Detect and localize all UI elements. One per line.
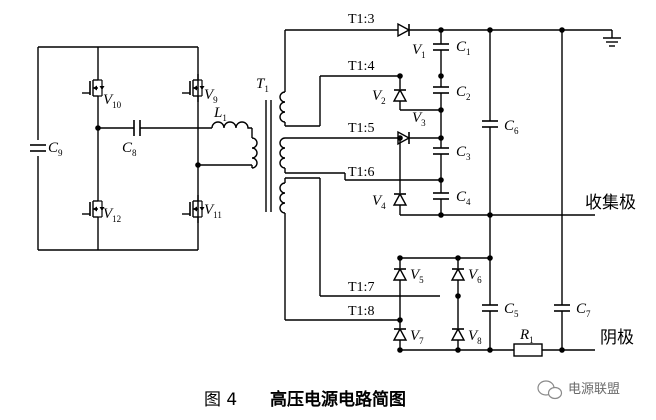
tap-t1-4: T1:4 bbox=[348, 59, 374, 74]
label-v3: V3 bbox=[412, 110, 426, 128]
lower-rectifier bbox=[393, 215, 595, 357]
upper-multiplier bbox=[393, 23, 621, 350]
label-v1: V1 bbox=[412, 42, 426, 60]
label-v7: V7 bbox=[410, 328, 424, 346]
label-l1: L1 bbox=[213, 105, 227, 123]
tap-t1-6: T1:6 bbox=[348, 165, 374, 180]
label-c2: C2 bbox=[456, 84, 471, 102]
label-c1: C1 bbox=[456, 39, 471, 57]
label-v4: V4 bbox=[372, 193, 386, 211]
label-v11: V11 bbox=[204, 202, 222, 220]
caption-prefix: 图 4 bbox=[204, 390, 237, 410]
tap-t1-5: T1:5 bbox=[348, 121, 374, 136]
label-c7: C7 bbox=[576, 301, 591, 319]
cathode-label: 阴极 bbox=[600, 328, 634, 348]
caption-title: 高压电源电路简图 bbox=[270, 389, 406, 410]
label-v10: V10 bbox=[103, 92, 122, 110]
label-c8: C8 bbox=[122, 140, 137, 158]
label-v9: V9 bbox=[204, 87, 218, 105]
label-c6: C6 bbox=[504, 118, 519, 136]
label-c9: C9 bbox=[48, 140, 63, 158]
label-v12: V12 bbox=[103, 206, 121, 224]
label-v8: V8 bbox=[468, 328, 482, 346]
label-v6: V6 bbox=[468, 267, 482, 285]
label-c5: C5 bbox=[504, 301, 519, 319]
label-c4: C4 bbox=[456, 189, 471, 207]
label-t1: T1 bbox=[256, 76, 269, 94]
collector-label: 收集极 bbox=[585, 193, 636, 213]
watermark-text: 电源联盟 bbox=[568, 382, 620, 397]
tap-t1-8: T1:8 bbox=[348, 304, 374, 319]
tap-t1-7: T1:7 bbox=[348, 280, 374, 295]
tap-t1-3: T1:3 bbox=[348, 12, 374, 27]
h-bridge bbox=[29, 46, 258, 251]
label-v2: V2 bbox=[372, 88, 386, 106]
label-c3: C3 bbox=[456, 144, 471, 162]
wechat-icon bbox=[537, 380, 563, 400]
label-r1: R1 bbox=[519, 327, 534, 345]
label-v5: V5 bbox=[410, 267, 424, 285]
